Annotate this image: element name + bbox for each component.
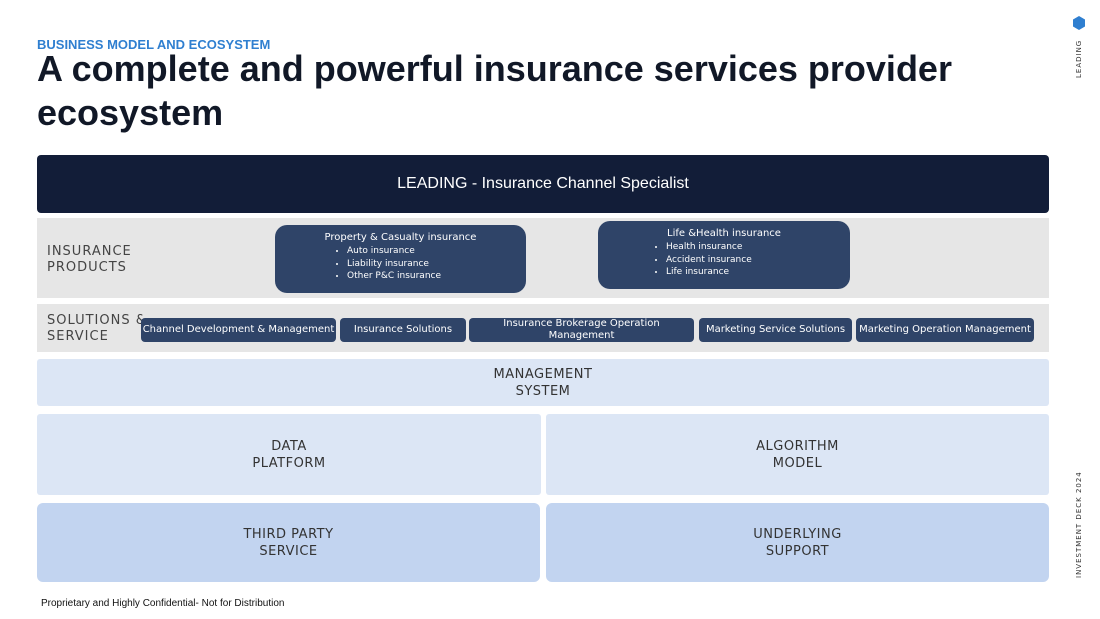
solutions-label-line-1: SOLUTIONS & <box>47 313 147 328</box>
list-item: Life insurance <box>666 266 850 279</box>
solution-marketing-service: Marketing Service Solutions <box>699 318 852 342</box>
solution-channel-dev: Channel Development & Management <box>141 318 336 342</box>
solutions-label-line-2: SERVICE <box>47 329 109 344</box>
data-platform-line-2: PLATFORM <box>252 455 326 471</box>
solutions-label: SOLUTIONS &SERVICE <box>47 313 147 345</box>
pc-insurance-title: Property & Casualty insurance <box>324 232 477 243</box>
products-label-line-1: INSURANCE <box>47 244 132 259</box>
banner: LEADING - Insurance Channel Specialist <box>37 155 1049 213</box>
hexagon-logo-icon <box>1073 16 1085 30</box>
solution-brokerage: Insurance Brokerage Operation Management <box>469 318 694 342</box>
list-item: Auto insurance <box>347 245 526 258</box>
algorithm-model-line-2: MODEL <box>772 455 823 471</box>
list-item: Liability insurance <box>347 258 526 271</box>
underlying-support-line-2: SUPPORT <box>765 543 830 559</box>
list-item: Health insurance <box>666 241 850 254</box>
algorithm-model-line-1: ALGORITHM <box>756 438 839 454</box>
solution-insurance: Insurance Solutions <box>340 318 466 342</box>
section-kicker: BUSINESS MODEL AND ECOSYSTEM <box>37 37 271 52</box>
life-health-title: Life &Health insurance <box>667 228 781 239</box>
list-item: Other P&C insurance <box>347 270 526 283</box>
third-party-service-line-1: THIRD PARTY <box>243 526 334 542</box>
management-system-line-1: MANAGEMENT <box>493 366 593 382</box>
products-label-line-2: PRODUCTS <box>47 260 127 275</box>
page-title: A complete and powerful insurance servic… <box>37 48 952 133</box>
underlying-support-line-1: UNDERLYING <box>753 526 842 542</box>
footer-disclaimer: Proprietary and Highly Confidential- Not… <box>41 598 285 609</box>
pc-insurance-list: Auto insuranceLiability insuranceOther P… <box>275 245 526 283</box>
list-item: Accident insurance <box>666 254 850 267</box>
third-party-service-line-2: SERVICE <box>259 543 318 559</box>
data-platform-line-1: DATA <box>271 438 307 454</box>
brand-vertical: LEADING <box>1075 39 1083 78</box>
life-health-box: Life &Health insurance Health insuranceA… <box>598 221 850 289</box>
management-system-line-2: SYSTEM <box>515 383 571 399</box>
deck-vertical: INVESTMENT DECK 2024 <box>1075 471 1083 578</box>
pc-insurance-box: Property & Casualty insurance Auto insur… <box>275 225 526 293</box>
solution-marketing-ops: Marketing Operation Management <box>856 318 1034 342</box>
